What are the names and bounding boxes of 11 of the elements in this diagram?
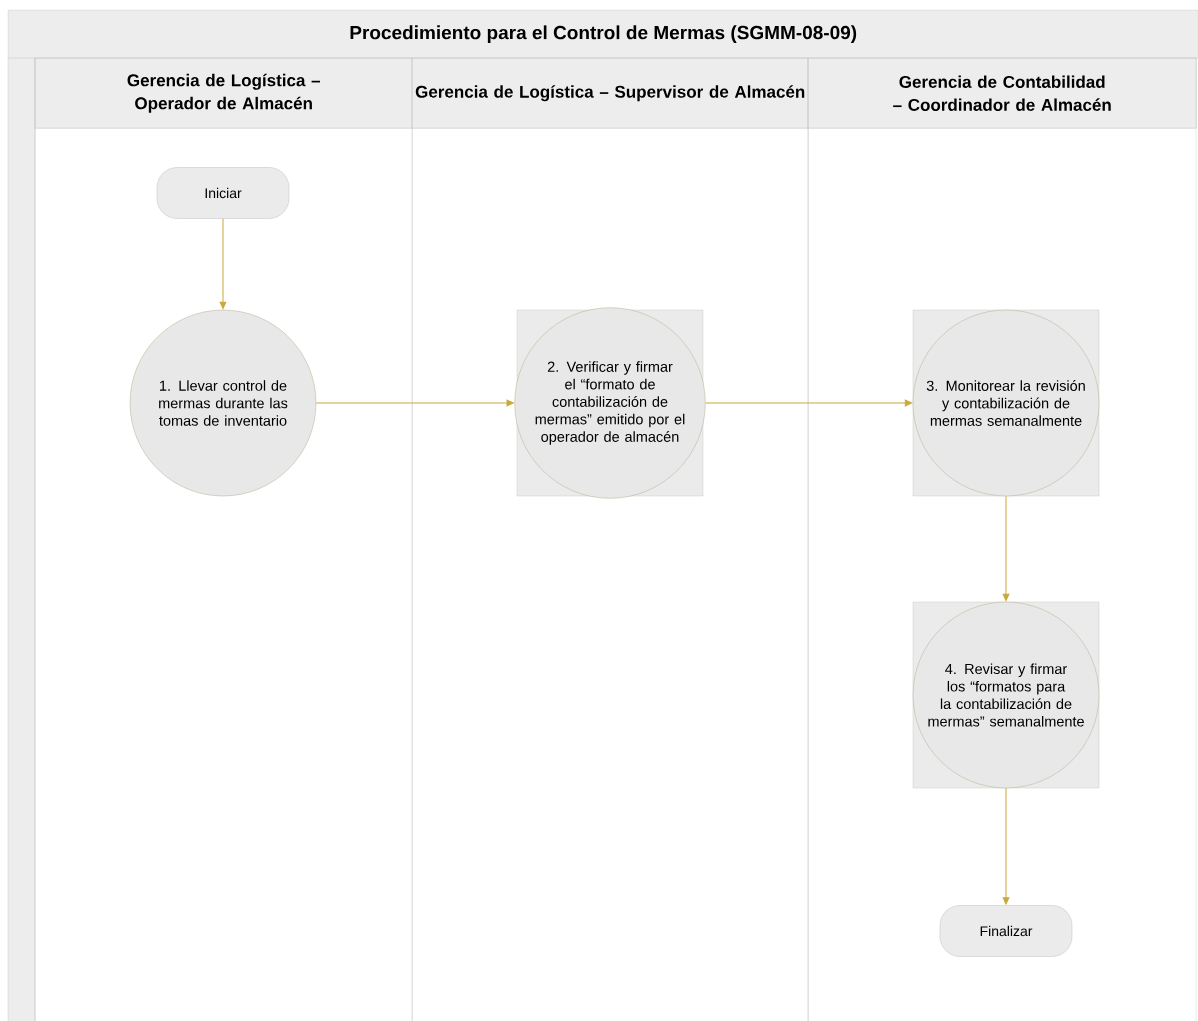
- arrow: [705, 399, 913, 407]
- terminator: Finalizar: [939, 905, 1073, 957]
- arrow: [219, 218, 227, 310]
- terminator: Iniciar: [156, 167, 290, 219]
- arrow: [1002, 787, 1010, 905]
- node-label: Gerencia de Logística – Operador de Almacén: [127, 73, 321, 113]
- process-box: 3. Monitorear la revisión y contabilización de mermas semanalmente: [912, 309, 1100, 497]
- process-box: 2. Verificar y firmar el “formato de contabilización de mermas” emitido por el operador de almacén: [514, 307, 706, 499]
- arrow: [1002, 495, 1010, 602]
- process-box: 4. Revisar y firmar los “formatos para la contabilización de mermas” semanalmente: [912, 601, 1100, 789]
- arrow: [315, 399, 514, 407]
